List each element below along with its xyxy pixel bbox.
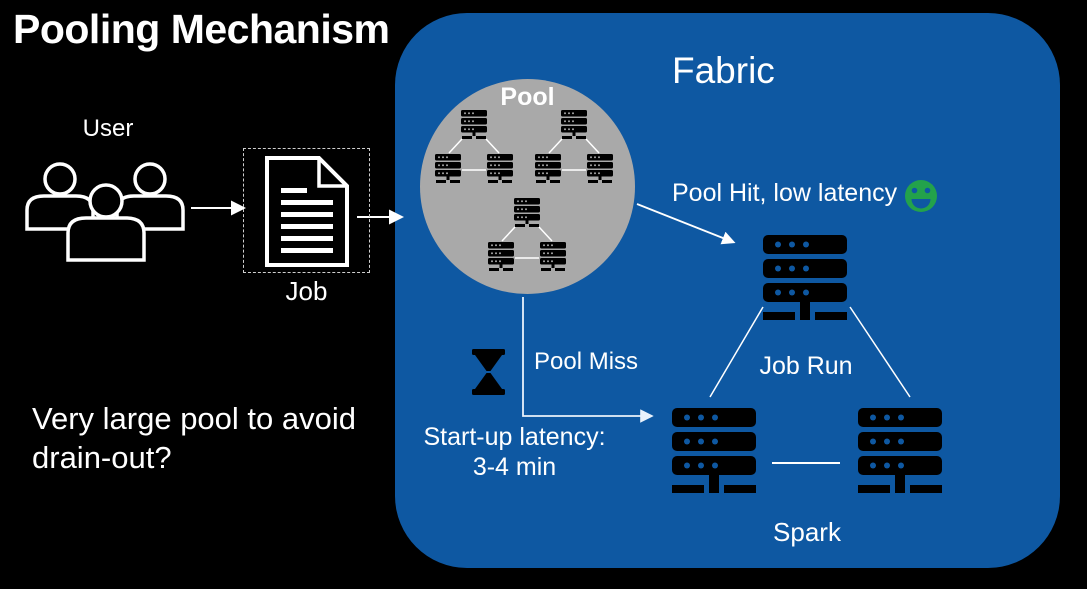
job-run-label: Job Run xyxy=(759,352,853,380)
users-icon xyxy=(25,162,185,262)
spark-label: Spark xyxy=(773,517,841,547)
fabric-label: Fabric xyxy=(672,50,775,91)
user-label: User xyxy=(82,115,134,142)
page-title: Pooling Mechanism xyxy=(13,6,390,52)
startup-latency-line2: 3-4 min xyxy=(472,453,557,481)
pool-label: Pool xyxy=(500,83,555,111)
job-label: Job xyxy=(285,276,328,306)
startup-latency-line1: Start-up latency: xyxy=(423,423,606,451)
startup-latency-label: Start-up latency: 3-4 min xyxy=(412,422,617,482)
drainout-note: Very large pool to avoid drain-out? xyxy=(32,401,356,475)
pool-miss-label: Pool Miss xyxy=(534,348,639,375)
job-box xyxy=(243,148,370,273)
pool-hit-label: Pool Hit, low latency xyxy=(672,179,898,207)
